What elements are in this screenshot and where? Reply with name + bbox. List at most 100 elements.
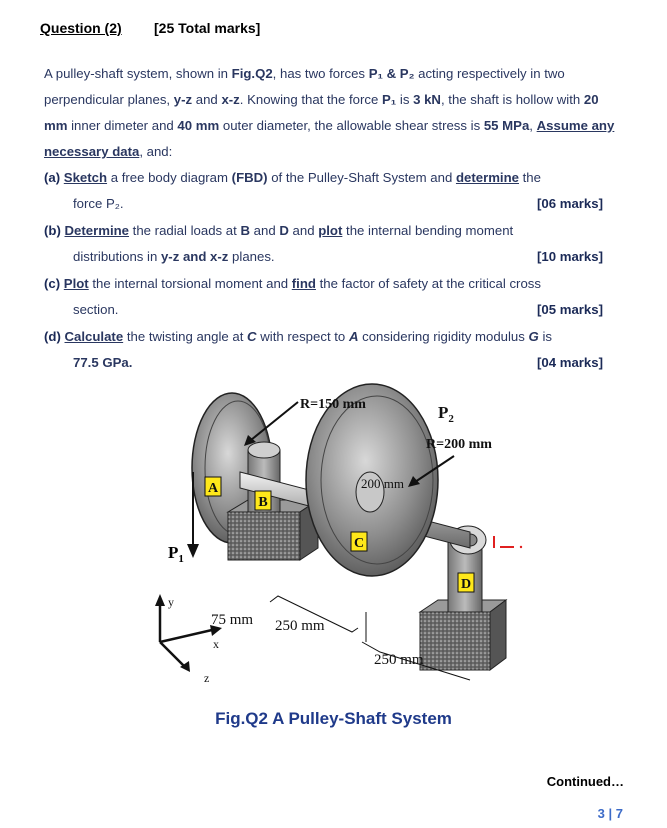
part-a-label: (a) xyxy=(44,170,61,185)
fig-ref: Fig.Q2 xyxy=(231,66,273,81)
label-d-box xyxy=(457,572,475,593)
support-d-base xyxy=(419,611,491,671)
intro-text: . Knowing that the force xyxy=(239,92,382,107)
part-text: is xyxy=(538,329,552,344)
part-text: the internal torsional moment and xyxy=(88,276,292,291)
part-text: considering rigidity modulus xyxy=(358,329,529,344)
part-b-line1: (b) Determine the radial loads at B and … xyxy=(44,223,513,238)
label-a: A xyxy=(208,481,219,496)
label-c: C xyxy=(354,536,364,551)
dim-line-b xyxy=(361,641,471,681)
force-names: P₁ & P₂ xyxy=(368,66,415,81)
intro-text: , and: xyxy=(139,144,173,159)
intro-text: is xyxy=(396,92,414,107)
label-b-box xyxy=(254,490,272,511)
keyword: determine xyxy=(455,170,519,185)
r200-arrowhead xyxy=(408,476,420,487)
r200-leader xyxy=(411,455,455,485)
part-d-label: (d) xyxy=(44,329,61,344)
keyword: Determine xyxy=(64,223,130,238)
intro-text: acting respectively in two perpendicular… xyxy=(44,66,565,107)
axis-y-arrow xyxy=(155,594,165,606)
part-b-marks: [10 marks] xyxy=(537,249,603,264)
part-c-line2: section. xyxy=(73,302,119,317)
r150-label: R=150 mm xyxy=(300,397,366,412)
intro-text: inner dimeter and xyxy=(67,118,178,133)
axis-z-arrow xyxy=(180,661,190,672)
part-a-line1: (a) Sketch a free body diagram (FBD) of … xyxy=(44,170,541,185)
force-p1: P₁ xyxy=(381,92,397,107)
r150-leader xyxy=(245,401,299,445)
keyword: Calculate xyxy=(64,329,124,344)
outer-diameter: 40 mm xyxy=(177,118,220,133)
intro-text: A pulley-shaft system, shown in xyxy=(44,66,232,81)
part-text: distributions in xyxy=(73,249,161,264)
axis-x-arrow xyxy=(210,625,222,636)
part-d-line1: (d) Calculate the twisting angle at C wi… xyxy=(44,329,552,344)
part-a-line2: force P₂. xyxy=(73,196,124,211)
red-dot xyxy=(519,545,523,549)
assume-data: Assume any necessary data xyxy=(44,118,615,159)
force-p1-arrowhead xyxy=(187,544,199,558)
question-header: Question (2) [25 Total marks] xyxy=(40,20,260,36)
axis-y-label: y xyxy=(168,595,174,609)
keyword: find xyxy=(291,276,316,291)
label-d: D xyxy=(461,577,471,592)
support-d-base-side xyxy=(489,599,507,671)
part-text: the twisting angle at xyxy=(123,329,248,344)
support-d: D xyxy=(279,223,289,238)
fbd-abbr: (FBD) xyxy=(231,170,268,185)
keyword: Sketch xyxy=(63,170,108,185)
part-text: planes. xyxy=(228,249,275,264)
part-text: of the Pulley-Shaft System and xyxy=(267,170,456,185)
intro-text: outer diameter, the allowable shear stre… xyxy=(219,118,484,133)
dim-250mm-a: 250 mm xyxy=(275,618,325,634)
point-c: C xyxy=(247,329,257,344)
axis-x-label: x xyxy=(213,637,219,651)
label-c-box xyxy=(350,531,368,552)
total-marks: [25 Total marks] xyxy=(154,20,261,36)
part-b-line2: distributions in y-z and x-z planes. xyxy=(73,249,275,264)
dim-75mm: 75 mm xyxy=(211,612,253,628)
figure-caption: Fig.Q2 A Pulley-Shaft System xyxy=(215,709,452,728)
part-text: and xyxy=(288,223,319,238)
keyword: Plot xyxy=(63,276,89,291)
force-value: 3 kN xyxy=(413,92,441,107)
intro-paragraph: A pulley-shaft system, shown in Fig.Q2 , … xyxy=(44,61,624,165)
force-p1-label: P1 xyxy=(168,543,184,565)
part-text: the factor of safety at the critical cro… xyxy=(315,276,541,291)
support-b-base xyxy=(227,511,301,561)
part-text: the internal bending moment xyxy=(342,223,514,238)
support-b: B xyxy=(240,223,250,238)
dim-250mm-b: 250 mm xyxy=(374,652,424,668)
plane-yz: y-z xyxy=(173,92,193,107)
force-p2-label: P2 xyxy=(438,403,454,425)
axis-z xyxy=(159,641,185,667)
inner-diameter: 20 mm xyxy=(44,92,599,133)
intro-text: , xyxy=(529,118,537,133)
planes: y-z and x-z xyxy=(160,249,229,264)
question-number: Question (2) xyxy=(40,20,122,36)
pulley-c-rim xyxy=(320,395,434,565)
part-c-line1: (c) Plot the internal torsional moment a… xyxy=(44,276,541,291)
dim-line-a xyxy=(269,595,359,633)
part-d-marks: [04 marks] xyxy=(537,355,603,370)
continued-note: Continued… xyxy=(546,774,624,789)
r200-label: R=200 mm xyxy=(426,437,492,452)
plane-xz: x-z xyxy=(221,92,240,107)
part-c-marks: [05 marks] xyxy=(537,302,603,317)
part-b-label: (b) xyxy=(44,223,61,238)
d200-label: 200 mm xyxy=(361,476,404,491)
part-text: with respect to xyxy=(256,329,349,344)
label-a-box xyxy=(204,476,222,497)
axis-z-label: z xyxy=(204,671,209,685)
axis-x xyxy=(159,628,213,644)
support-b-top xyxy=(247,441,281,459)
part-text: the xyxy=(518,170,541,185)
part-text: the radial loads at xyxy=(129,223,241,238)
shear-stress: 55 MPa xyxy=(483,118,530,133)
page-number: 3 | 7 xyxy=(597,806,623,821)
pulley-shaft-figure: P1 R=150 mm P2 R=200 mm 200 mm A B C D 7… xyxy=(155,383,523,685)
part-text: a free body diagram xyxy=(107,170,232,185)
modulus-g: G xyxy=(528,329,539,344)
